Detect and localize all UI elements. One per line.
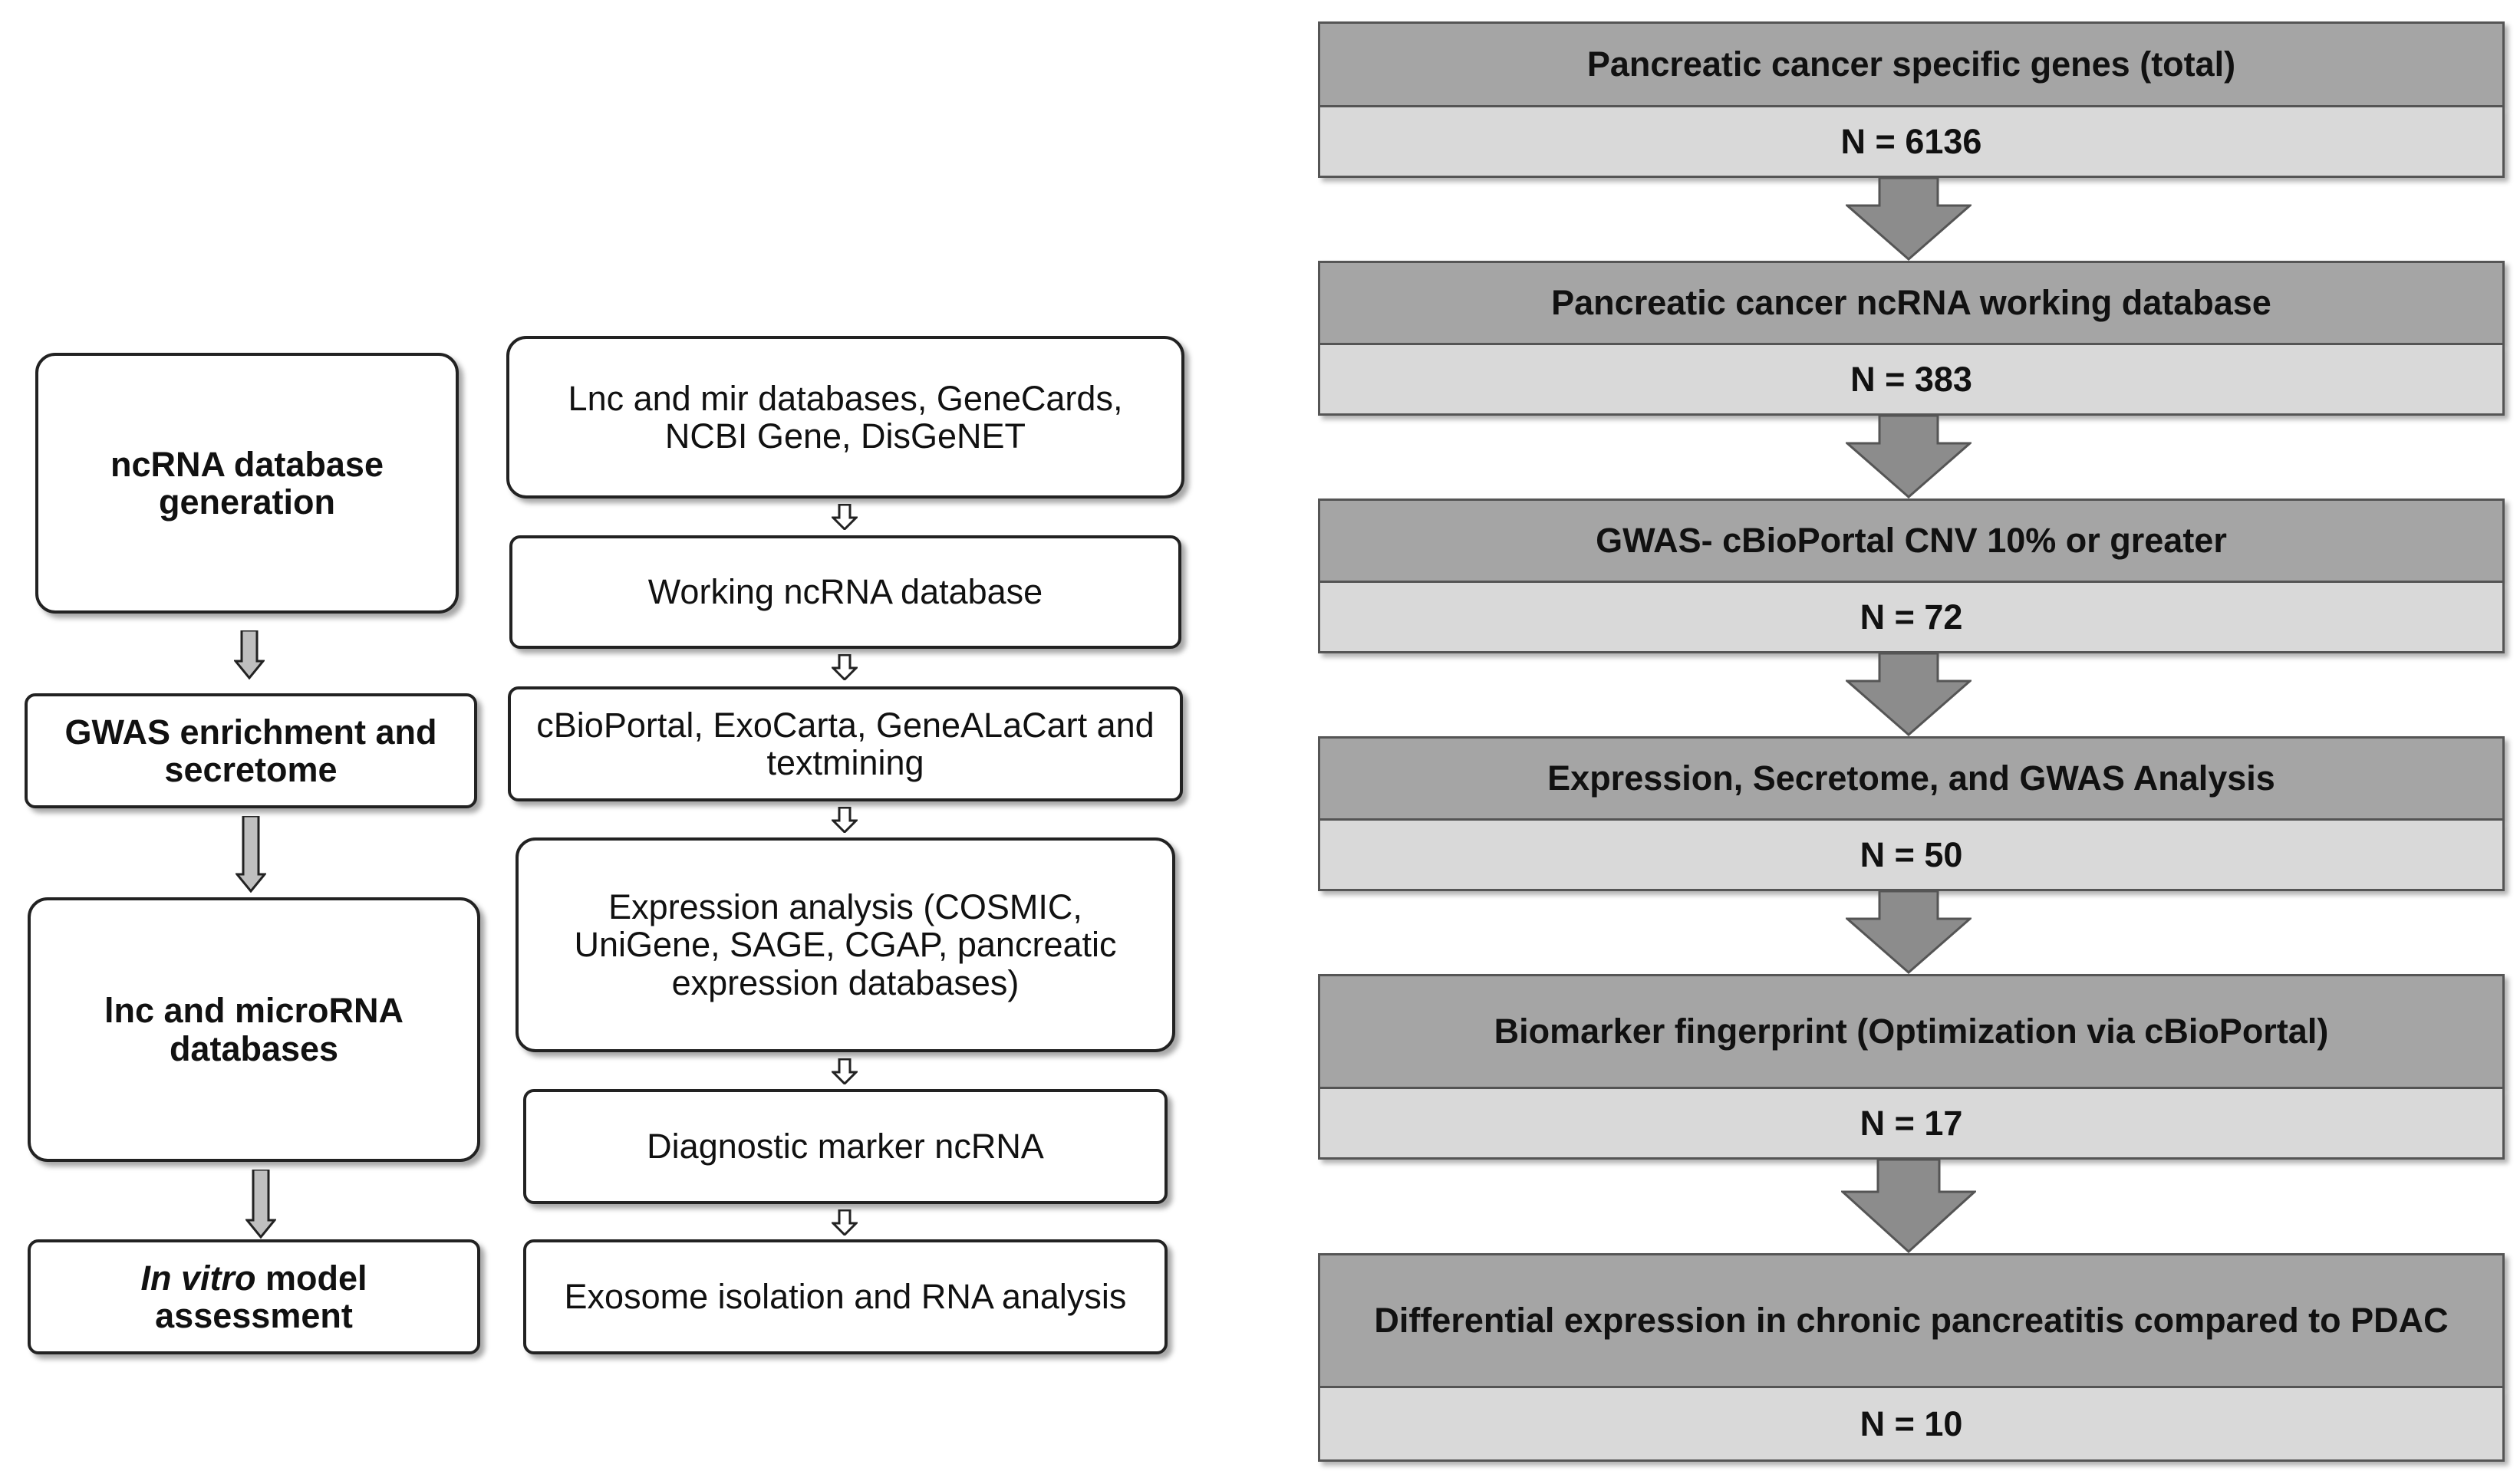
- step-cbioportal-exocarta: cBioPortal, ExoCarta, GeneALaCart and te…: [508, 686, 1183, 801]
- funnel-header-label: Pancreatic cancer specific genes (total): [1586, 44, 2236, 84]
- funnel-count: N = 383: [1318, 345, 2505, 416]
- down-arrow-icon: [832, 504, 858, 530]
- step-label: Lnc and mir databases, GeneCards, NCBI G…: [568, 378, 1123, 456]
- stage-lnc-microrna-databases: lnc and microRNA databases: [28, 897, 480, 1162]
- funnel-header-total-genes: Pancreatic cancer specific genes (total): [1318, 21, 2505, 107]
- down-arrow-icon: [234, 630, 265, 679]
- stage-gwas-enrichment: GWAS enrichment and secretome: [25, 693, 477, 808]
- funnel-header-label: Expression, Secretome, and GWAS Analysis: [1547, 758, 2275, 798]
- stage-label: ncRNA database generation: [110, 444, 384, 522]
- funnel-count: N = 72: [1318, 583, 2505, 653]
- stage-label: GWAS enrichment and secretome: [64, 712, 437, 789]
- funnel-header-expression-secretome-gwas: Expression, Secretome, and GWAS Analysis: [1318, 736, 2505, 821]
- step-label: Diagnostic marker ncRNA: [647, 1127, 1044, 1166]
- funnel-count: N = 17: [1318, 1089, 2505, 1160]
- funnel-header-label: GWAS- cBioPortal CNV 10% or greater: [1596, 521, 2227, 561]
- step-label: Exosome isolation and RNA analysis: [564, 1277, 1127, 1317]
- funnel-count-label: N = 17: [1860, 1103, 1963, 1143]
- funnel-arrow-icon: [1846, 416, 1972, 499]
- down-arrow-icon: [832, 1209, 858, 1236]
- funnel-header-differential-expression: Differential expression in chronic pancr…: [1318, 1253, 2505, 1388]
- funnel-header-label: Biomarker fingerprint (Optimization via …: [1494, 1012, 2329, 1051]
- step-source-databases: Lnc and mir databases, GeneCards, NCBI G…: [506, 336, 1184, 499]
- stage-label: In vitro model assessment: [46, 1259, 462, 1335]
- step-expression-analysis: Expression analysis (COSMIC, UniGene, SA…: [516, 837, 1175, 1052]
- stage-ncrna-database-generation: ncRNA database generation: [35, 353, 459, 614]
- stage-label: lnc and microRNA databases: [104, 991, 404, 1068]
- funnel-count-label: N = 6136: [1840, 121, 1982, 161]
- down-arrow-icon: [832, 1058, 858, 1084]
- step-diagnostic-marker-ncrna: Diagnostic marker ncRNA: [523, 1089, 1168, 1204]
- funnel-count-label: N = 383: [1850, 359, 1972, 399]
- funnel-arrow-icon: [1846, 653, 1972, 736]
- funnel-header-gwas-cnv: GWAS- cBioPortal CNV 10% or greater: [1318, 499, 2505, 583]
- funnel-header-label: Pancreatic cancer ncRNA working database: [1551, 283, 2271, 323]
- down-arrow-icon: [832, 807, 858, 833]
- down-arrow-icon: [832, 654, 858, 680]
- funnel-header-label: Differential expression in chronic pancr…: [1374, 1301, 2449, 1341]
- stage-in-vitro-model-assessment: In vitro model assessment: [28, 1239, 480, 1354]
- funnel-count-label: N = 10: [1860, 1403, 1963, 1443]
- step-working-ncrna-database: Working ncRNA database: [509, 535, 1181, 649]
- step-exosome-isolation: Exosome isolation and RNA analysis: [523, 1239, 1168, 1354]
- funnel-count-label: N = 72: [1860, 597, 1963, 637]
- step-label: cBioPortal, ExoCarta, GeneALaCart and te…: [536, 705, 1155, 782]
- funnel-count: N = 6136: [1318, 107, 2505, 178]
- step-label: Working ncRNA database: [647, 572, 1043, 612]
- down-arrow-icon: [245, 1170, 276, 1239]
- step-label: Expression analysis (COSMIC, UniGene, SA…: [574, 887, 1117, 1002]
- funnel-count: N = 10: [1318, 1388, 2505, 1462]
- funnel-header-ncrna-working-database: Pancreatic cancer ncRNA working database: [1318, 261, 2505, 345]
- funnel-arrow-icon: [1846, 891, 1972, 974]
- stage-label-rest: model assessment: [155, 1258, 367, 1335]
- funnel-header-biomarker-fingerprint: Biomarker fingerprint (Optimization via …: [1318, 974, 2505, 1089]
- funnel-count: N = 50: [1318, 821, 2505, 891]
- funnel-count-label: N = 50: [1860, 834, 1963, 874]
- stage-label-italic: In vitro: [140, 1258, 256, 1298]
- funnel-arrow-icon: [1846, 178, 1972, 261]
- down-arrow-icon: [236, 816, 266, 893]
- funnel-arrow-icon: [1841, 1160, 1976, 1253]
